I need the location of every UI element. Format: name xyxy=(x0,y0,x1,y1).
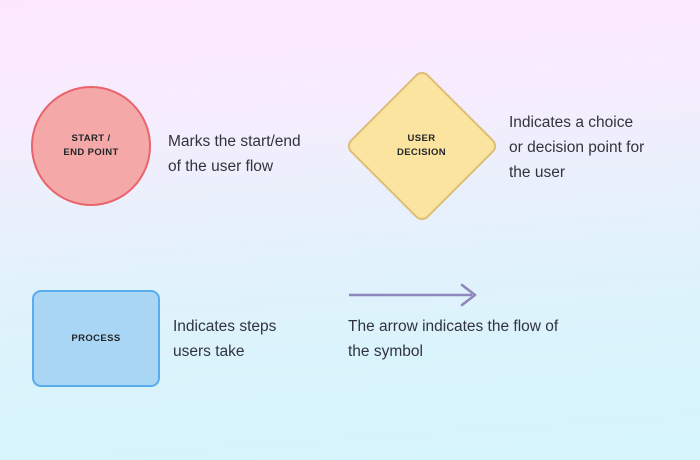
start-end-point-label: START / END POINT xyxy=(63,133,119,158)
start-end-point-description: Marks the start/end of the user flow xyxy=(168,133,301,176)
process-description: Indicates steps users take xyxy=(173,318,277,361)
flow-arrow-description: The arrow indicates the flow of the symb… xyxy=(348,318,559,361)
process-label: PROCESS xyxy=(71,332,121,344)
user-decision-shape: USER DECISION xyxy=(343,67,500,224)
process-shape: PROCESS xyxy=(32,290,160,387)
start-end-point-shape: START / END POINT xyxy=(31,86,151,206)
user-decision-description: Indicates a choice or decision point for… xyxy=(509,114,645,182)
flow-arrow-icon xyxy=(349,283,477,307)
user-decision-label: USER DECISION xyxy=(396,132,447,158)
user-decision-label-wrap: USER DECISION xyxy=(344,68,499,223)
